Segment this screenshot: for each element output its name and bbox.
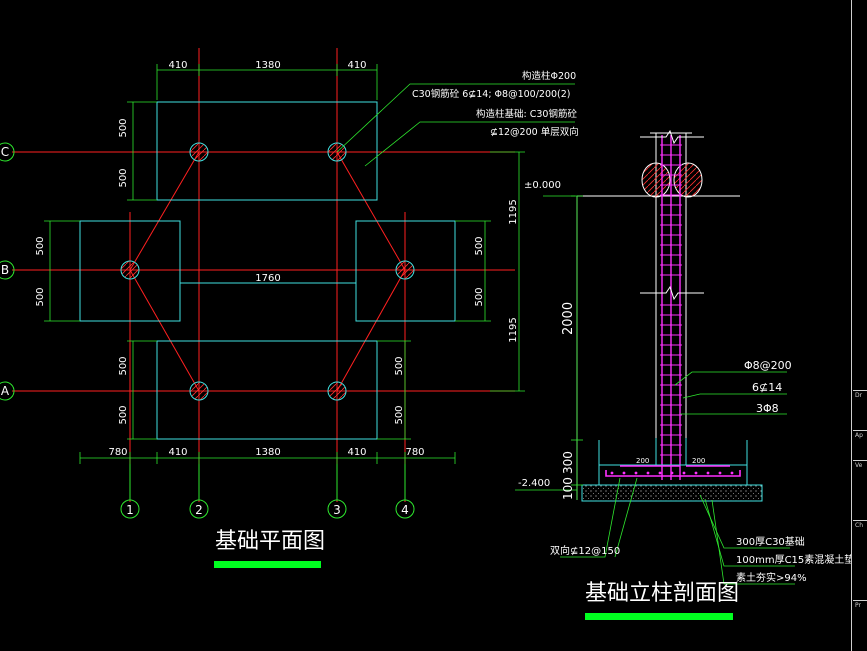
- dim-right-outer-1: 1195: [508, 317, 519, 342]
- dim-bottom-3: 410: [347, 447, 366, 458]
- rebar-dot: [634, 471, 638, 475]
- title-block-strip: Dr Ap Ve Ch Pr: [851, 0, 867, 651]
- plan-note-foundation: 构造柱基础: C30钢筋砼: [476, 108, 577, 120]
- section-title: 基础立柱剖面图: [585, 581, 739, 606]
- dim-top-1: 1380: [255, 60, 280, 71]
- footing-outlines: [79, 101, 456, 440]
- dim-200-right: 200: [692, 457, 705, 465]
- footing-b1: [79, 220, 181, 322]
- dim-top-0: 410: [168, 60, 187, 71]
- elev-bottom: -2.400: [518, 478, 550, 489]
- dim-right-a-1: 500: [394, 405, 405, 424]
- dim-middle: 1760: [255, 273, 280, 284]
- strip-cell-2: Ve: [853, 460, 867, 489]
- label-main-bar: 6⊈14: [752, 381, 782, 394]
- label-rebar-mesh: 双向⊈12@150: [550, 544, 620, 557]
- axis-col-3: 3: [333, 503, 341, 517]
- rebar-dot: [682, 471, 686, 475]
- axis-col-1: 1: [126, 503, 134, 517]
- strip-cell-0: Dr: [853, 390, 867, 419]
- dim-right-a-0: 500: [394, 356, 405, 375]
- footing-c: [156, 101, 378, 201]
- label-soil: 素土夯实>94%: [736, 571, 807, 584]
- rebar-dot: [610, 471, 614, 475]
- rebar-dot: [694, 471, 698, 475]
- dim-top-2: 410: [347, 60, 366, 71]
- rebar-dot: [730, 471, 734, 475]
- footing-b4: [355, 220, 456, 322]
- dim-300: 300: [561, 451, 575, 474]
- column-section: ±0.000 -2.400 2000 300 100 200 200 Φ8@20…: [515, 129, 864, 620]
- dim-left-c-0: 500: [118, 118, 129, 137]
- plan-note-column: 构造柱Φ200: [522, 70, 576, 82]
- section-title-underline: [585, 613, 733, 620]
- rebar-dot: [670, 471, 674, 475]
- axis-col-2: 2: [195, 503, 203, 517]
- dim-bottom-2: 1380: [255, 447, 280, 458]
- label-foundation: 300厚C30基础: [736, 535, 805, 548]
- elev-top: ±0.000: [524, 180, 561, 191]
- dim-bottom-4: 780: [405, 447, 424, 458]
- rebar-cage: [661, 135, 681, 480]
- foundation-plan: 410 1380 410 780 410 1380 410 780 1760 5…: [0, 48, 579, 568]
- label-cushion: 100mm厚C15素混凝土垫层: [736, 553, 864, 566]
- strip-cell-3: Ch: [853, 520, 867, 549]
- dim-100: 100: [561, 477, 575, 500]
- dim-bottom-1: 410: [168, 447, 187, 458]
- plan-note-rebar: C30钢筋砼 6⊈14; Φ8@100/200(2): [412, 88, 571, 100]
- label-stirrup: Φ8@200: [744, 359, 792, 372]
- strip-cell-4: Pr: [853, 600, 867, 629]
- dim-right-outer-0: 1195: [508, 199, 519, 224]
- rebar-dot: [706, 471, 710, 475]
- plan-title: 基础平面图: [215, 529, 325, 554]
- dim-2000: 2000: [561, 302, 576, 335]
- gravel-cushion: [581, 484, 763, 502]
- rebar-dot: [622, 471, 626, 475]
- axis-lines: [12, 48, 515, 502]
- axis-col-4: 4: [401, 503, 409, 517]
- axis-row-b: B: [1, 263, 9, 277]
- section-dims: [515, 195, 583, 500]
- dim-left-c-1: 500: [118, 168, 129, 187]
- dim-200-left: 200: [636, 457, 649, 465]
- dim-left-a-0: 500: [118, 356, 129, 375]
- dimension-lines: [44, 64, 525, 464]
- dim-right-b-1: 500: [474, 287, 485, 306]
- footing-rebar: [605, 465, 741, 477]
- rebar-dot: [718, 471, 722, 475]
- axis-row-c: C: [1, 145, 9, 159]
- axis-row-a: A: [1, 384, 10, 398]
- label-3phi8: 3Φ8: [756, 402, 779, 415]
- plan-note-mesh: ⊈12@200 单层双向: [490, 126, 579, 138]
- column-circles: [120, 142, 415, 401]
- dim-left-b-0: 500: [35, 236, 46, 255]
- dim-left-a-1: 500: [118, 405, 129, 424]
- rebar-dot: [658, 471, 662, 475]
- dim-right-b-0: 500: [474, 236, 485, 255]
- diagonal-braces: [129, 151, 406, 392]
- strip-cell-1: Ap: [853, 430, 867, 459]
- axis-bubbles: [0, 142, 415, 519]
- rebar-dot: [646, 471, 650, 475]
- dim-left-b-1: 500: [35, 287, 46, 306]
- plan-title-underline: [214, 561, 321, 568]
- dim-bottom-0: 780: [108, 447, 127, 458]
- stirrups: [660, 144, 682, 456]
- footing-a: [156, 340, 378, 440]
- plan-leaders: [336, 83, 575, 167]
